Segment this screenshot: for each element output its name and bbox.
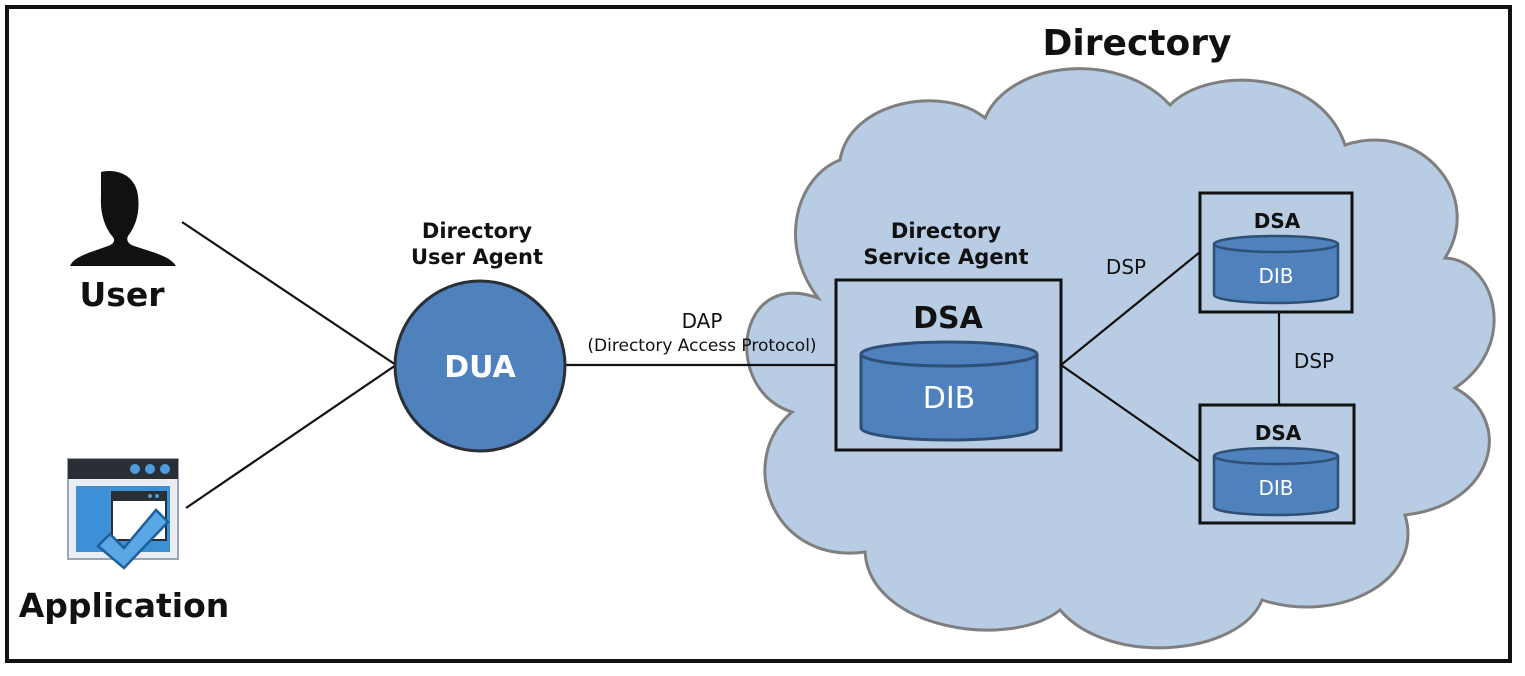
user-label: User [79,275,165,314]
peer-dib-top-label: DIB [1258,264,1293,288]
application-window-check-icon [67,458,179,570]
dap-full-name: (Directory Access Protocol) [587,336,816,356]
dsp-link-top [1060,251,1201,366]
peer-dsa-top-label: DSA [1254,209,1301,233]
dua-caption-line1: Directory [422,219,532,243]
dsa-caption-line1: Directory [891,219,1001,243]
dsp-link-bottom [1060,364,1201,463]
peer-dsa-bottom-box: DSA DIB [1198,403,1356,525]
peer-dib-top-database-icon [1212,234,1340,305]
user-to-dua-link [181,221,397,366]
peer-dsa-top-box: DSA DIB [1198,191,1354,314]
application-label: Application [19,586,230,625]
application-to-dua-link [185,364,397,509]
peer-dib-bottom-database-icon [1212,446,1340,517]
dap-label: DAP [682,309,723,333]
user-silhouette-icon [70,171,176,266]
dsp-label-upper: DSP [1106,255,1146,279]
dua-label: DUA [444,350,516,385]
peer-dib-bottom-label: DIB [1258,476,1293,500]
main-dsa-box: DSA DIB [834,278,1063,452]
directory-title: Directory [1043,23,1232,64]
main-dsa-label: DSA [913,301,984,336]
dua-caption-line2: User Agent [411,245,543,269]
main-dib-database-icon [859,340,1039,442]
peer-dsa-bottom-label: DSA [1255,421,1302,445]
dsa-caption-line2: Service Agent [863,245,1028,269]
dua-node [393,279,567,453]
dsp-label-vertical: DSP [1294,349,1334,373]
main-dib-label: DIB [923,381,976,416]
